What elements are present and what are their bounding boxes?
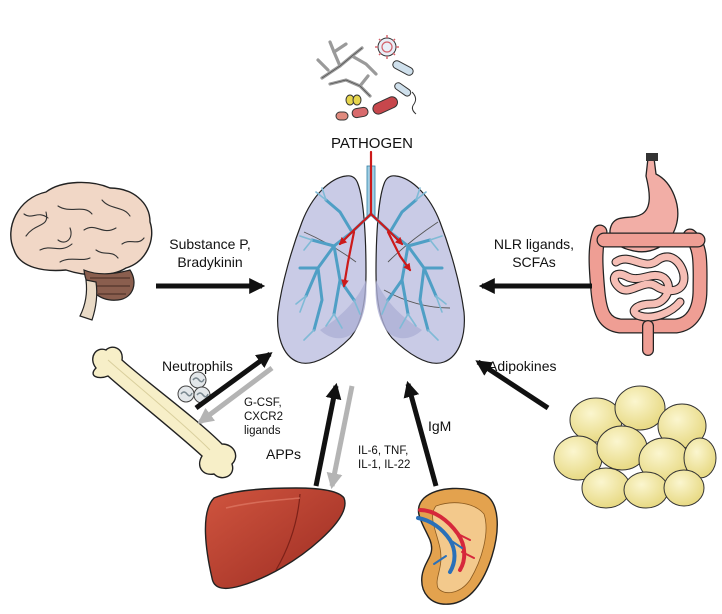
- spleen-icon: [416, 487, 498, 605]
- virus-icon: [375, 35, 399, 59]
- bacillus-icon: [392, 60, 417, 115]
- lungs-icon: [277, 150, 465, 364]
- liver-icon: [204, 487, 346, 590]
- bone-icon: [92, 346, 237, 479]
- right-lung: [375, 175, 465, 364]
- arrow-lung-to-bone: [197, 366, 274, 424]
- bronchial-tree: [298, 198, 444, 332]
- pathogen-cluster-icon: [316, 35, 417, 121]
- brain-icon: [10, 181, 153, 321]
- stomach-intestine-icon: [588, 153, 708, 356]
- cocci-icon: [345, 94, 362, 106]
- left-lung: [277, 175, 367, 364]
- small-intestine: [609, 252, 689, 322]
- adipose-cells-icon: [553, 385, 717, 509]
- arrow-adipose-to-lung: [475, 359, 550, 411]
- arrow-spleen-to-lung: [403, 380, 439, 487]
- fungal-hyphae-icon: [316, 40, 378, 98]
- pathogen-entry-arrows: [338, 150, 412, 288]
- red-bacteria-icon: [335, 96, 399, 121]
- arrow-liver-to-lung: [313, 382, 342, 487]
- arrow-lung-to-liver: [326, 385, 355, 490]
- arrow-bone-to-lung: [194, 351, 273, 411]
